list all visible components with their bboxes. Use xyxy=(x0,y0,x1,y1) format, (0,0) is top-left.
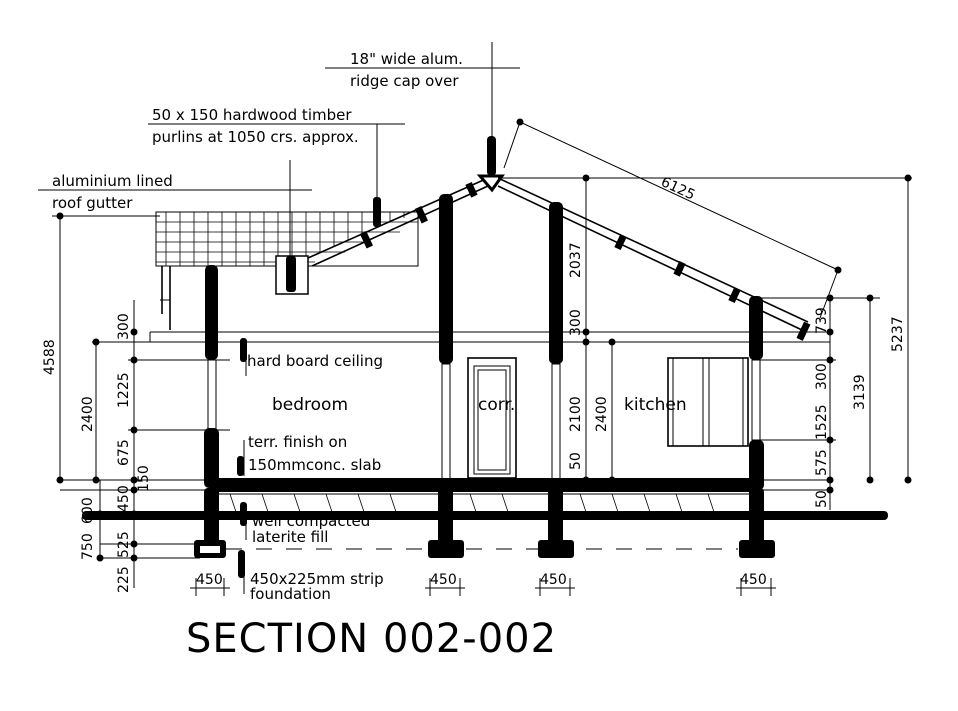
ceiling-label: hard board ceiling xyxy=(247,352,383,370)
roof xyxy=(307,136,811,341)
drawing-title: SECTION 002-002 xyxy=(186,616,557,662)
dim-right-300: 300 xyxy=(814,363,830,390)
purlins-label: 50 x 150 hardwood timber xyxy=(152,106,352,124)
dim-mid-2037: 2037 xyxy=(568,242,584,278)
ridge-cap-label: 18" wide alum. xyxy=(350,50,463,68)
ridge-cap-label-2: ridge cap over xyxy=(350,72,459,90)
fill-label: well compacted xyxy=(252,512,370,530)
door xyxy=(467,357,517,479)
dim-left-overall: 4588 xyxy=(42,339,58,375)
dim-mid-2100: 2100 xyxy=(568,396,584,432)
roof-gutter xyxy=(155,211,419,330)
fill-label-2: laterite fill xyxy=(252,528,328,546)
gutter-label: aluminium lined xyxy=(52,172,173,190)
dim-left-525: 525 xyxy=(116,531,132,558)
dim-mid-300: 300 xyxy=(568,309,584,336)
dim-right-5237: 5237 xyxy=(890,316,906,352)
dim-left-750: 750 xyxy=(80,533,96,560)
dim-footing-2: 450 xyxy=(430,572,457,588)
dim-left-675: 675 xyxy=(116,439,132,466)
dim-mid-50: 50 xyxy=(568,452,584,470)
dim-left-150: 150 xyxy=(136,465,152,492)
ceiling xyxy=(92,331,830,343)
annotations: 18" wide alum. ridge cap over 50 x 150 h… xyxy=(52,50,687,603)
dim-footing-3: 450 xyxy=(540,572,567,588)
dim-right-739: 739 xyxy=(814,307,830,334)
dim-right-3139: 3139 xyxy=(852,374,868,410)
ground-line xyxy=(82,511,888,520)
dim-left-1225: 1225 xyxy=(116,372,132,408)
dim-mid-2400: 2400 xyxy=(594,396,610,432)
dim-right-1525: 1525 xyxy=(814,404,830,440)
dim-right-50: 50 xyxy=(814,490,830,508)
room-label-corridor: corr. xyxy=(478,395,515,415)
dim-right-575: 575 xyxy=(814,449,830,476)
dim-roof-slope: 6125 xyxy=(658,174,697,204)
slab-label: terr. finish on xyxy=(248,433,347,451)
foundation-label: 450x225mm strip xyxy=(250,570,384,588)
dim-footing-4: 450 xyxy=(740,572,767,588)
leader-lines xyxy=(38,42,520,594)
dimension-texts: 4588 2400 300 1225 675 150 450 600 750 5… xyxy=(42,174,906,593)
dimension-lines xyxy=(52,118,912,596)
dim-left-450: 450 xyxy=(116,485,132,512)
window xyxy=(667,357,749,447)
dim-left-600: 600 xyxy=(80,497,96,524)
floor-slab xyxy=(60,478,830,513)
dim-left-225: 225 xyxy=(116,566,132,593)
dim-footing-1: 450 xyxy=(196,572,223,588)
dim-left-300: 300 xyxy=(116,313,132,340)
slab-label-2: 150mmconc. slab xyxy=(248,456,381,474)
dim-left-room: 2400 xyxy=(80,396,96,432)
foundations xyxy=(194,488,775,558)
room-label-bedroom: bedroom xyxy=(272,395,348,415)
foundation-label-2: foundation xyxy=(250,585,331,603)
walls xyxy=(204,194,764,578)
room-label-kitchen: kitchen xyxy=(624,395,687,415)
purlins-label-2: purlins at 1050 crs. approx. xyxy=(152,128,359,146)
gutter-label-2: roof gutter xyxy=(52,194,133,212)
